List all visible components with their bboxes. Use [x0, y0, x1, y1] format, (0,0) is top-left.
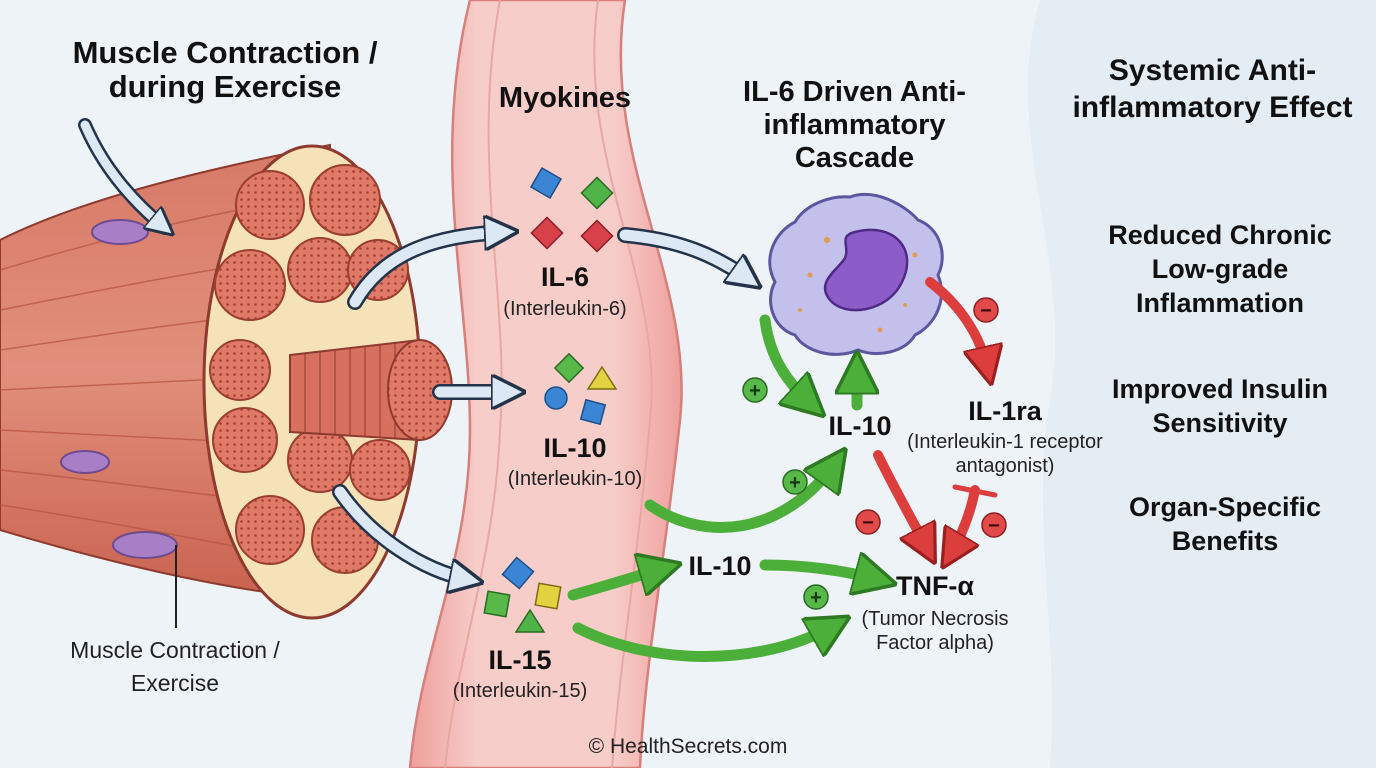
il6-molecules [529, 166, 614, 253]
il10-myokine-label: IL-10 [543, 433, 607, 463]
benefit-organ: Organ-Specific Benefits [1128, 492, 1322, 556]
il6-label: IL-6 [540, 262, 589, 292]
footer-copyright: © HealthSecrets.com [588, 735, 788, 758]
arrow-il15-to-il10 [567, 568, 665, 601]
tnf-alpha-full-name: (Tumor Necrosis Factor alpha) [861, 608, 1009, 654]
pointer-arrow [80, 120, 165, 228]
inhibition-arrows [873, 277, 988, 555]
muscle-nucleus [60, 450, 110, 474]
arrow-il10-to-il10 [644, 462, 836, 533]
il10-secondary-label: IL-10 [688, 551, 752, 581]
il15-label: IL-15 [488, 645, 552, 675]
vessel-inner-line [444, 0, 503, 768]
arrow-cell-to-il10 [759, 314, 812, 405]
minus-badge: − [981, 512, 1007, 538]
systemic-effect-title: Systemic Anti-inflammatory Effect [1072, 54, 1353, 124]
arrow-cell-to-il1ra [925, 277, 988, 370]
immune-cell [768, 193, 944, 356]
minus-sign: − [862, 512, 874, 534]
benefit-insulin: Improved Insulin Sensitivity [1111, 374, 1329, 438]
myokines-title: Myokines [498, 82, 632, 114]
il6-full-name: (Interleukin-6) [503, 298, 627, 320]
cell-nucleus [823, 228, 909, 312]
minus-sign: − [988, 515, 1000, 537]
muscle-caption: Muscle Contraction / Exercise [70, 637, 280, 696]
il1ra-label: IL-1ra [968, 396, 1042, 426]
right-panel [1028, 0, 1376, 768]
plus-badge: + [742, 377, 768, 403]
il10-cascade-label: IL-10 [828, 411, 892, 441]
il15-molecules [483, 556, 562, 633]
benefit-inflammation: Reduced Chronic Low-grade Inflammation [1108, 220, 1332, 318]
il10-molecules [544, 352, 618, 426]
muscle-nucleus [91, 219, 149, 245]
muscle-section-title: Muscle Contraction / during Exercise [72, 35, 378, 104]
tnf-alpha-label: TNF-α [895, 571, 975, 601]
minus-sign: − [980, 300, 992, 322]
arrow-il1ra-inhibits-tnf [950, 485, 980, 555]
inhibition-bar [952, 484, 998, 498]
arrow-il15-to-tnf [572, 625, 835, 662]
minus-badge: − [855, 509, 881, 535]
cascade-title: IL-6 Driven Anti-inflammatory Cascade [743, 76, 966, 174]
il1ra-full-name: (Interleukin-1 receptor antagonist) [907, 431, 1103, 477]
arrow-il10-to-tnf [759, 565, 880, 580]
il10-full-name: (Interleukin-10) [507, 468, 643, 490]
muscle-fascicles [209, 164, 411, 574]
minus-badge: − [973, 297, 999, 323]
myokine-release-arrows [332, 232, 750, 580]
plus-sign: + [810, 587, 822, 609]
vessel-inner-line [593, 0, 653, 768]
plus-badge: + [803, 584, 829, 610]
muscle-nucleus [112, 531, 178, 559]
plus-sign: + [749, 380, 761, 402]
plus-sign: + [789, 472, 801, 494]
il15-full-name: (Interleukin-15) [452, 680, 588, 702]
plus-badge: + [782, 469, 808, 495]
activation-arrows [567, 314, 880, 662]
arrow-il10-inhibits-tnf [873, 450, 928, 550]
